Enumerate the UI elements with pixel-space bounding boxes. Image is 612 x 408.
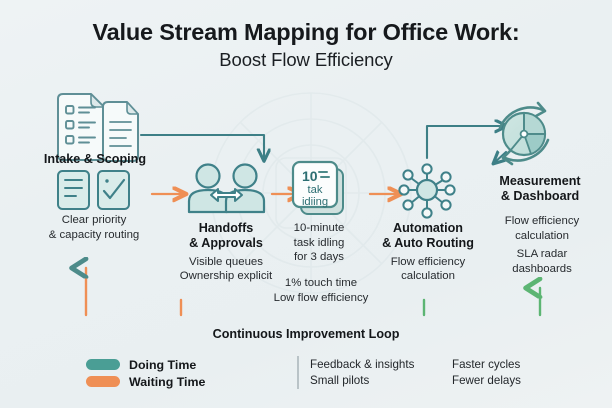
footer-divider [297, 356, 299, 389]
idling-card-text: 10 tak idiing [293, 162, 337, 208]
stage-idling-subtext: 10-minute task idling for 3 days [293, 222, 345, 264]
checkmark-box-icon [97, 170, 130, 210]
stage-automation-title: Automation & Auto Routing [382, 221, 474, 250]
stage-automation-subtext: Flow efficiency calculation [390, 255, 466, 283]
footer-a-line-2: Small pilots [310, 374, 370, 388]
card-line-1: tak [307, 184, 323, 196]
stage-measurement-subtext: Flow efficiency calculation [504, 215, 580, 242]
stage-automation[interactable]: Automation & Auto Routing Flow efficienc… [367, 221, 489, 284]
title-line-2: Boost Flow Efficiency [219, 49, 393, 71]
stage-intake-subtext: Clear priority & capacity routing [48, 214, 140, 241]
stage-intake[interactable]: Intake & Scoping [10, 152, 180, 167]
card-line-2: idiing [301, 196, 329, 208]
stage-handoffs[interactable]: Handoffs & Approvals Visible queues Owne… [166, 221, 286, 284]
connector-automation-to-measurement [425, 126, 506, 160]
footer-a-line-1: Feedback & insights [310, 358, 415, 371]
pie-refresh-icon [498, 101, 550, 166]
stage-intake-sub: Clear priority & capacity routing [8, 213, 180, 242]
stage-idling[interactable]: 10-minute task idling for 3 days [268, 221, 370, 265]
network-hub-icon [398, 163, 456, 219]
documents-checklist-icon [57, 93, 139, 162]
stage-measurement-sub: Flow efficiency calculation SLA radar da… [479, 214, 605, 276]
stage-idling-metrics-text: 1% touch time Low flow efficiency [273, 277, 369, 304]
loop-label: Continuous Improvement Loop [212, 327, 400, 341]
document-lines-icon [57, 170, 90, 210]
footer-column-b: Faster cycles Fewer delays [452, 357, 521, 390]
stage-measurement-title: Measurement & Dashboard [499, 174, 581, 203]
page-title: Value Stream Mapping for Office Work: Bo… [0, 18, 612, 74]
people-handoff-icon [187, 163, 266, 214]
waiting-time-swatch [86, 375, 120, 388]
stage-handoffs-title: Handoffs & Approvals [189, 221, 263, 250]
stage-measurement[interactable]: Measurement & Dashboard [474, 174, 606, 204]
connector-measurement-inbound [494, 152, 508, 163]
footer-b-line-1: Faster cycles [452, 358, 521, 371]
stage-intake-title: Intake & Scoping [43, 152, 147, 166]
title-line-1: Value Stream Mapping for Office Work: [92, 19, 520, 45]
doing-time-swatch [86, 358, 120, 371]
waiting-time-label: Waiting Time [129, 374, 206, 389]
stage-idling-metrics: 1% touch time Low flow efficiency [258, 276, 384, 305]
footer-column-a: Feedback & insights Small pilots [310, 357, 414, 390]
footer-b-line-2: Fewer delays [452, 374, 521, 388]
doing-time-label: Doing Time [129, 357, 197, 372]
stage-measurement-subtext-2: SLA radar dashboards [512, 248, 572, 275]
legend-item-doing-time[interactable]: Doing Time [86, 356, 205, 373]
legend: Doing Time Waiting Time [86, 356, 205, 390]
stage-handoffs-subtext: Visible queues Ownership explicit [179, 255, 273, 283]
card-number: 10 [302, 168, 318, 184]
legend-item-waiting-time[interactable]: Waiting Time [86, 373, 205, 390]
